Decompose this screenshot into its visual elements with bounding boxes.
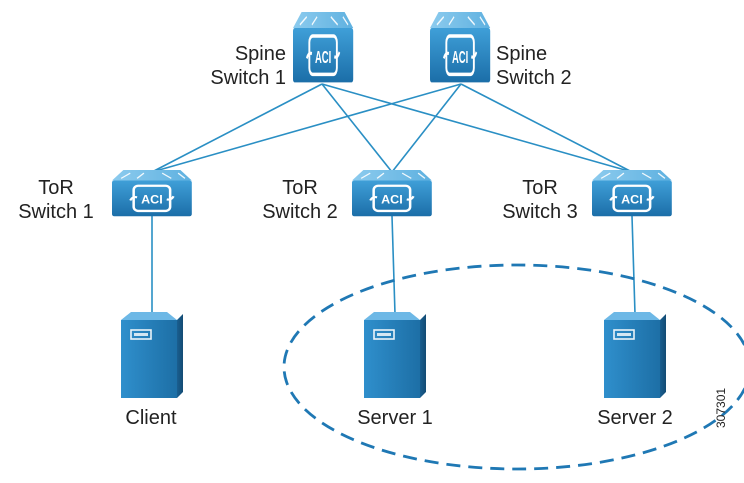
label-line: Switch 1 xyxy=(210,67,286,89)
aci-switch-icon xyxy=(590,168,674,218)
aci-switch-icon xyxy=(291,10,355,85)
spine-switch-2-label: Spine Switch 2 xyxy=(496,42,606,90)
server-tower-icon xyxy=(120,311,184,399)
tor-switch-2 xyxy=(350,168,434,218)
label-line: Switch 2 xyxy=(496,67,572,89)
label-line: Switch 3 xyxy=(502,201,578,223)
server-1-label: Server 1 xyxy=(357,407,433,429)
link-spine1-tor3 xyxy=(321,83,633,173)
label-line: ToR xyxy=(38,177,74,199)
link-spine2-tor3 xyxy=(460,83,633,173)
label-line: ToR xyxy=(282,177,318,199)
label-line: Spine xyxy=(496,43,548,65)
link-tor2-server1 xyxy=(391,215,396,315)
aci-switch-icon xyxy=(110,168,194,218)
client-host xyxy=(120,311,184,399)
link-spine2-tor2 xyxy=(391,83,462,173)
tor-switch-2-label: ToR Switch 2 xyxy=(250,176,350,224)
spine-switch-1 xyxy=(291,10,355,85)
server-tower-icon xyxy=(603,311,667,399)
label-line: ToR xyxy=(522,177,558,199)
label-line: Switch 1 xyxy=(18,201,94,223)
link-spine2-tor1 xyxy=(151,83,462,173)
tor-switch-3-label: ToR Switch 3 xyxy=(490,176,590,224)
aci-switch-icon xyxy=(428,10,492,85)
server-2-host xyxy=(603,311,667,399)
server-2-label: Server 2 xyxy=(597,407,673,429)
spine-switch-2 xyxy=(428,10,492,85)
label-line: Spine xyxy=(234,43,286,65)
server-1-host xyxy=(363,311,427,399)
tor-switch-1 xyxy=(110,168,194,218)
link-spine1-tor2 xyxy=(321,83,393,173)
spine-switch-1-label: Spine Switch 1 xyxy=(178,42,286,90)
label-line: Switch 2 xyxy=(262,201,338,223)
link-spine1-tor1 xyxy=(151,83,323,173)
links-layer xyxy=(151,83,636,315)
server-tower-icon xyxy=(363,311,427,399)
server-group-ellipse xyxy=(282,263,744,471)
tor-switch-3 xyxy=(590,168,674,218)
figure-id: 307301 xyxy=(714,387,728,428)
link-tor3-server2 xyxy=(631,215,636,315)
aci-switch-icon xyxy=(350,168,434,218)
tor-switch-1-label: ToR Switch 1 xyxy=(6,176,106,224)
client-label: Client xyxy=(125,407,177,429)
